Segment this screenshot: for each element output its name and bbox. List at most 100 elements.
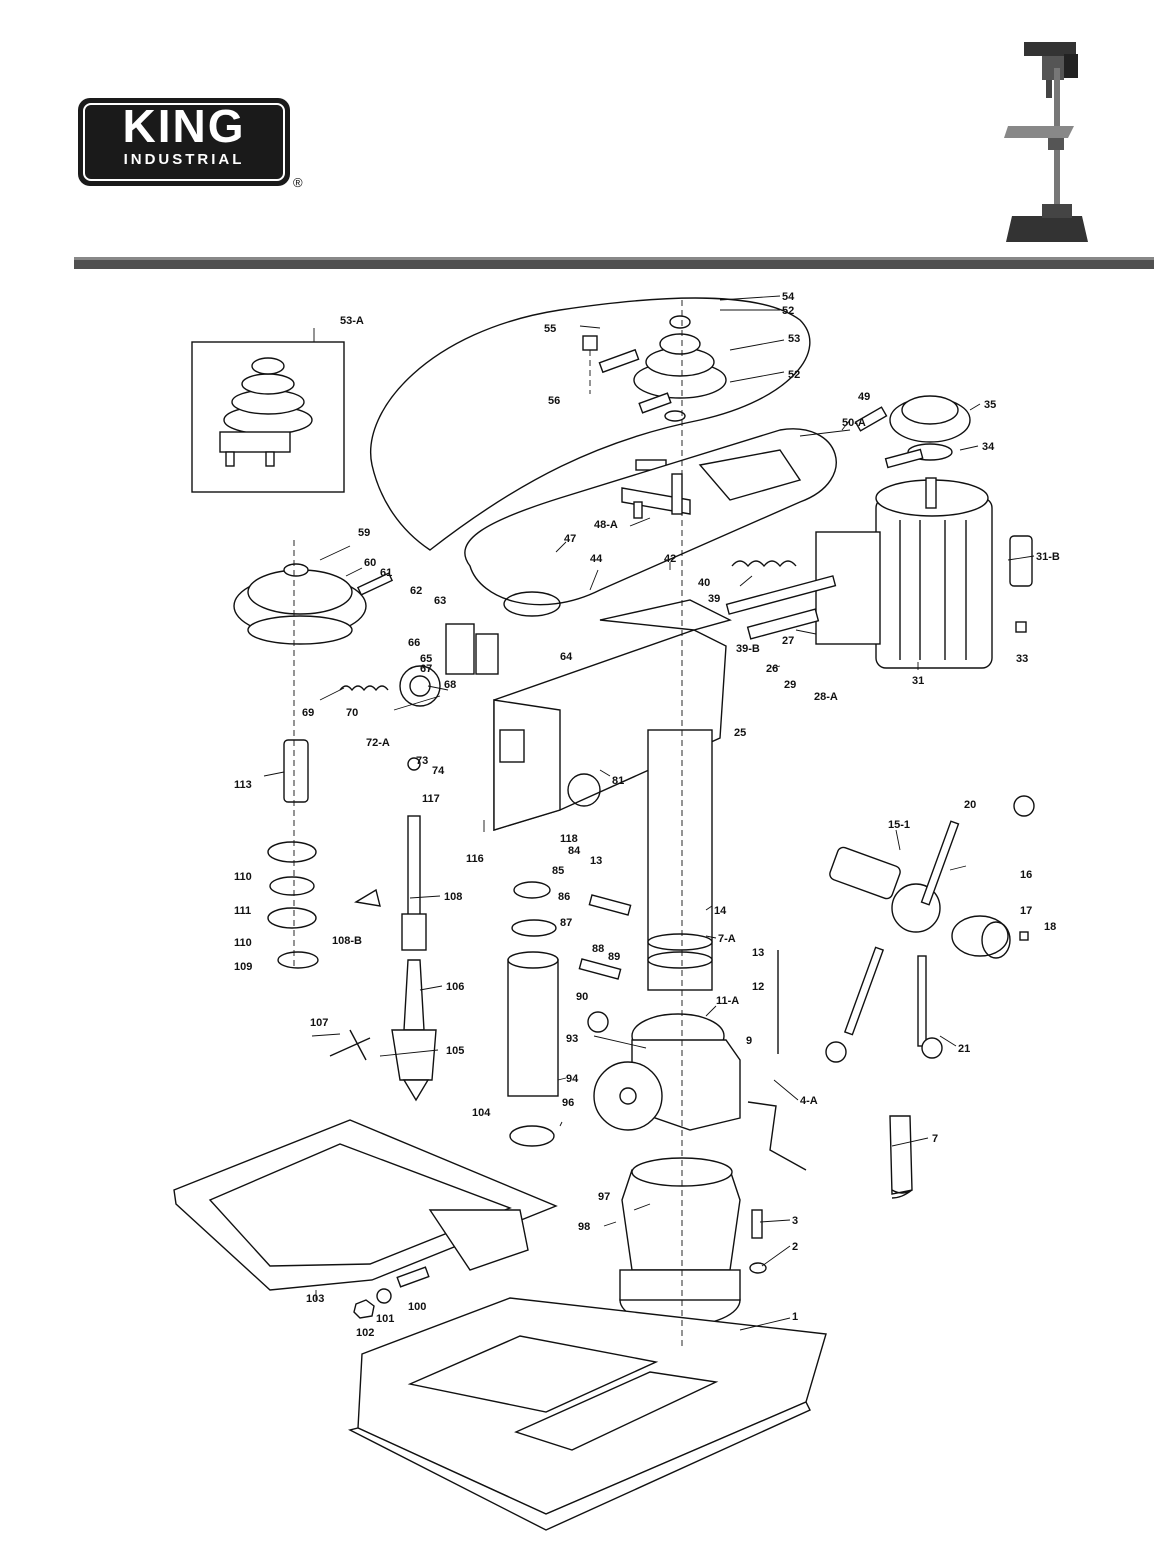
feed-handle-right [917, 955, 927, 1047]
part-label: 14 [714, 905, 727, 917]
part-label: 101 [376, 1313, 394, 1325]
part-label: 117 [422, 793, 440, 805]
part-label: 68 [444, 679, 456, 691]
part-label: 66 [408, 637, 420, 649]
part-label: 107 [310, 1017, 328, 1029]
logo-subtitle: INDUSTRIAL [123, 151, 245, 168]
part-label: 42 [664, 553, 676, 565]
part-label: 1 [792, 1311, 798, 1323]
part-label: 64 [560, 651, 573, 663]
part-label: 20 [964, 799, 976, 811]
drill-press-thumbnail [1004, 42, 1088, 242]
part-label: 81 [612, 775, 624, 787]
part-label: 116 [466, 853, 484, 865]
arbor-106-chuck-105 [391, 959, 437, 1102]
part-label: 12 [752, 981, 764, 993]
screw-55 [582, 335, 598, 394]
part-label: 85 [552, 865, 564, 877]
part-label: 70 [346, 707, 358, 719]
part-label: 11-A [716, 995, 739, 1007]
label-inset: 53-A [340, 315, 364, 327]
knob-top [1013, 795, 1035, 817]
part-label: 17 [1020, 905, 1032, 917]
part-label: 52 [782, 305, 794, 317]
part-label: 52 [788, 369, 800, 381]
key-108b [354, 888, 381, 907]
part-label: 54 [782, 291, 795, 303]
part-label: 113 [234, 779, 252, 791]
table-bracket [593, 1013, 741, 1131]
part-label: 67 [420, 663, 432, 675]
part-label: 2 [792, 1241, 798, 1253]
part-label: 40 [698, 577, 710, 589]
pulley-base-plate [464, 428, 837, 617]
part-label: 93 [566, 1033, 578, 1045]
part-label: 21 [958, 1043, 970, 1055]
part-label: 102 [356, 1327, 374, 1339]
part-label: 25 [734, 727, 746, 739]
part-label: 89 [608, 951, 620, 963]
part-label: 59 [358, 527, 370, 539]
part-label: 13 [590, 855, 602, 867]
part-label: 87 [560, 917, 572, 929]
front-pulley-60 [233, 563, 394, 645]
part-label: 7 [932, 1133, 938, 1145]
part-label: 3 [792, 1215, 798, 1227]
part-label: 35 [984, 399, 996, 411]
part-label: 118 [560, 833, 578, 845]
part-label: 27 [782, 635, 794, 647]
knob-21 [921, 1037, 943, 1059]
part-label: 26 [766, 663, 778, 675]
depth-stop-68 [445, 623, 499, 675]
part-label: 33 [1016, 653, 1028, 665]
feed-pinion-parts [407, 757, 632, 1033]
part-label: 47 [564, 533, 576, 545]
part-label: 15-1 [888, 819, 910, 831]
part-label: 18 [1044, 921, 1056, 933]
motor [815, 477, 993, 669]
inset-pulley-53a [191, 328, 345, 493]
part-label: 105 [446, 1045, 464, 1057]
logo-word: KING [122, 100, 246, 152]
part-label: 39-B [736, 643, 760, 655]
part-label: 110 [234, 937, 252, 949]
part-label: 97 [598, 1191, 610, 1203]
part-label: 96 [562, 1097, 574, 1109]
part-label: 104 [472, 1107, 491, 1119]
part-label: 109 [234, 961, 252, 973]
part-label: 16 [1020, 869, 1032, 881]
column-base-support [619, 1157, 741, 1327]
part-label: 98 [578, 1221, 590, 1233]
part-label: 50-A [842, 417, 866, 429]
part-label: 28-A [814, 691, 838, 703]
registered-mark: ® [293, 175, 303, 190]
spindle-pulley [598, 315, 727, 422]
part-label: 7-A [718, 933, 736, 945]
table-clamp-parts [353, 1266, 430, 1319]
part-label: 103 [306, 1293, 324, 1305]
leader-lines [263, 295, 1035, 1331]
head-casting [493, 599, 732, 831]
part-label: 4-A [800, 1095, 818, 1107]
motor-mount-rods [725, 560, 837, 640]
bearings-110-111 [267, 841, 319, 969]
part-label: 94 [566, 1073, 579, 1085]
knob-left [825, 1041, 847, 1063]
part-label: 63 [434, 595, 446, 607]
quill-94 [507, 881, 559, 1147]
part-label: 55 [544, 323, 556, 335]
part-label: 86 [558, 891, 570, 903]
part-label: 61 [380, 567, 392, 579]
part-label: 31-B [1036, 551, 1060, 563]
part-label: 106 [446, 981, 464, 993]
part-label: 9 [746, 1035, 752, 1047]
column [647, 729, 713, 991]
part-label: 110 [234, 871, 252, 883]
part-label: 108 [444, 891, 462, 903]
set-screw-18 [1019, 931, 1029, 941]
feed-handle-20 [920, 820, 960, 906]
spindle-108 [401, 815, 427, 951]
part-label: 88 [592, 943, 604, 955]
part-label: 73 [416, 755, 428, 767]
part-label: 29 [784, 679, 796, 691]
